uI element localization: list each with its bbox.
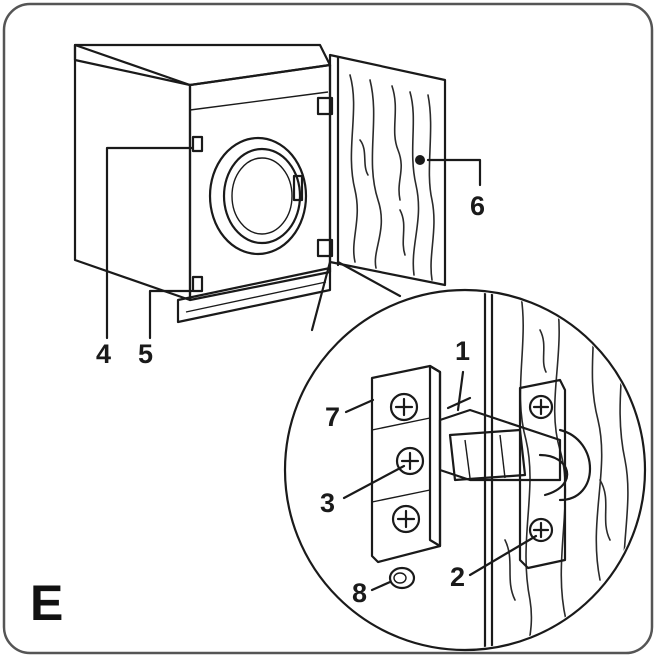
bracket-5-icon	[191, 275, 204, 293]
bracket-4-icon	[191, 135, 204, 153]
screw-top-icon	[389, 392, 419, 422]
label-6: 6	[470, 191, 485, 221]
hinge-screw-top-icon	[528, 394, 554, 420]
label-7: 7	[325, 402, 340, 432]
screw-bottom-icon	[391, 504, 421, 534]
washing-machine	[73, 43, 334, 324]
catch-6-icon	[415, 155, 425, 165]
label-3: 3	[320, 488, 335, 518]
figure-letter: E	[30, 575, 63, 631]
label-1: 1	[455, 336, 470, 366]
label-8: 8	[352, 578, 367, 608]
furniture-door	[328, 53, 447, 287]
hinge-screw-2-icon	[528, 517, 554, 543]
label-2: 2	[450, 562, 465, 592]
adjust-screw-3-icon	[395, 446, 425, 476]
label-5: 5	[138, 339, 153, 369]
label-4: 4	[96, 339, 111, 369]
cover-cap-8-icon	[388, 566, 416, 590]
